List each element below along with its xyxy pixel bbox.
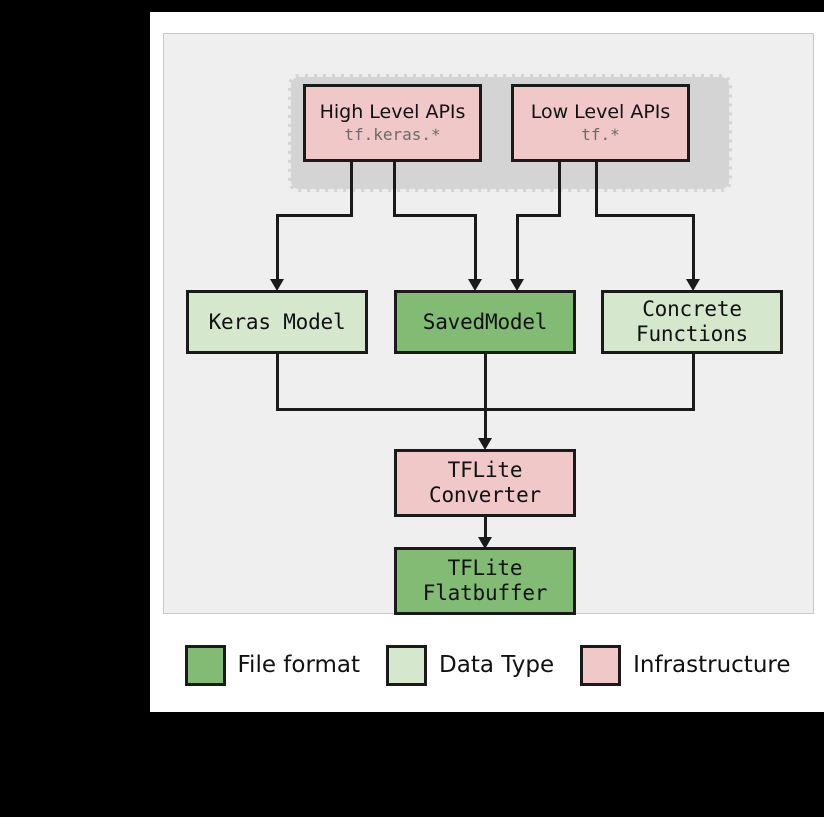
connector-concrete-down (692, 354, 695, 411)
node-keras-model[interactable]: Keras Model (186, 290, 368, 354)
tflite-converter-label-line1: TFLite (447, 458, 523, 483)
tflite-flatbuffer-label-line2: Flatbuffer (422, 581, 548, 605)
legend-label-file-format: File format (237, 652, 361, 678)
node-high-level-apis[interactable]: High Level APIs tf.keras.* (303, 84, 482, 162)
legend-label-data-type: Data Type (439, 652, 555, 678)
legend: File format Data Type Infrastructure (163, 625, 812, 705)
legend-swatch-data-type (386, 644, 428, 686)
node-tflite-converter[interactable]: TFLite Converter (394, 449, 576, 517)
legend-item-file-format: File format (184, 644, 361, 686)
legend-item-data-type: Data Type (386, 644, 555, 686)
diagram-page: High Level APIs tf.keras.* Low Level API… (150, 12, 824, 712)
tflite-flatbuffer-label-line1: TFLite (447, 556, 523, 581)
legend-swatch-infrastructure (580, 644, 622, 686)
low-level-apis-title: Low Level APIs (530, 100, 671, 123)
arrowhead-to-savedmodel-left (468, 279, 482, 291)
high-level-apis-title: High Level APIs (319, 100, 466, 123)
connector-ll-to-concrete-v1 (595, 162, 598, 217)
low-level-apis-subtitle: tf.* (581, 125, 620, 145)
connector-converter-to-flatbuffer (484, 517, 487, 541)
connector-ll-to-saved-h (516, 214, 561, 217)
connector-ll-to-concrete-v2 (692, 214, 695, 282)
node-low-level-apis[interactable]: Low Level APIs tf.* (511, 84, 690, 162)
connector-hl-to-keras-h (276, 214, 353, 217)
connector-keras-down (276, 354, 279, 411)
connector-saved-to-converter (484, 354, 487, 441)
arrowhead-to-tflite-converter (478, 438, 492, 450)
connector-hl-to-keras-v1 (350, 162, 353, 217)
node-tflite-flatbuffer[interactable]: TFLite Flatbuffer (394, 547, 576, 615)
connector-hl-to-saved-v1 (393, 162, 396, 217)
arrowhead-to-concrete-functions (686, 279, 700, 291)
high-level-apis-subtitle: tf.keras.* (344, 125, 441, 145)
arrowhead-to-keras-model (270, 279, 284, 291)
keras-model-label: Keras Model (208, 309, 346, 334)
connector-ll-to-saved-v2 (516, 214, 519, 282)
arrowhead-to-savedmodel-right (510, 279, 524, 291)
arrowhead-to-tflite-flatbuffer (478, 537, 492, 549)
concrete-functions-label-line2: Functions (636, 322, 748, 346)
legend-label-infrastructure: Infrastructure (633, 652, 791, 678)
savedmodel-label: SavedModel (422, 309, 548, 334)
legend-swatch-file-format (184, 644, 226, 686)
tflite-converter-label-line2: Converter (429, 483, 541, 507)
connector-hl-to-keras-v2 (276, 214, 279, 282)
node-savedmodel[interactable]: SavedModel (394, 290, 576, 354)
connector-ll-to-concrete-h (595, 214, 695, 217)
connector-ll-to-saved-v1 (558, 162, 561, 217)
connector-hl-to-saved-h (393, 214, 477, 217)
diagram-panel: High Level APIs tf.keras.* Low Level API… (163, 33, 814, 615)
concrete-functions-label-line1: Concrete (642, 297, 742, 322)
node-concrete-functions[interactable]: Concrete Functions (601, 290, 783, 354)
connector-hl-to-saved-v2 (474, 214, 477, 282)
legend-item-infrastructure: Infrastructure (580, 644, 791, 686)
